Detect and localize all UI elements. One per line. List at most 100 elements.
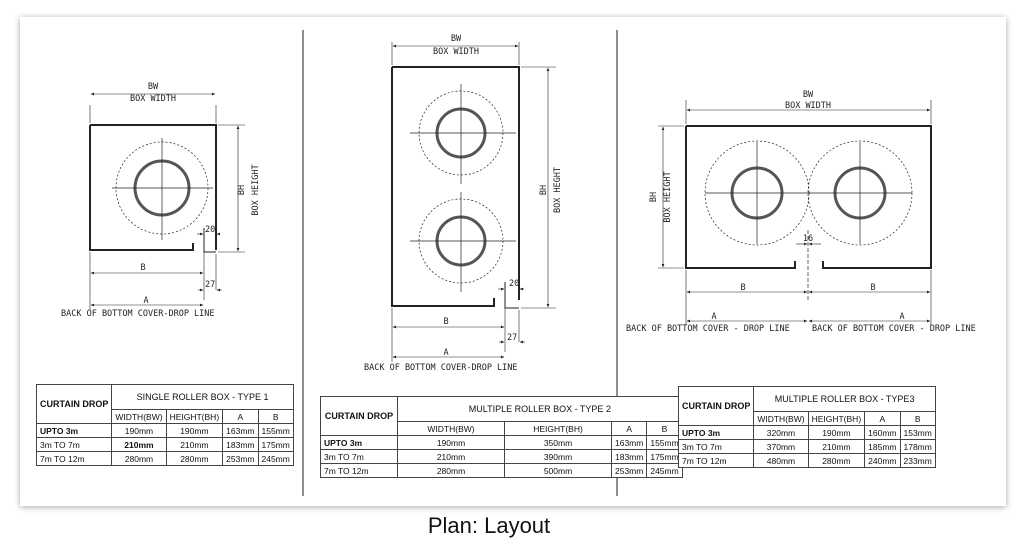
type3-drawing	[658, 100, 932, 325]
type2-box-height-label: BOX HEGHT	[553, 167, 563, 213]
cell: 390mm	[504, 449, 612, 464]
cell: 370mm	[753, 439, 809, 454]
figure-caption: Plan: Layout	[427, 513, 551, 538]
table-row: UPTO 3m 190mm 350mm 163mm 155mm	[320, 435, 683, 450]
row-label: UPTO 3m	[35, 423, 113, 438]
type3-box-width-label: BOX WIDTH	[785, 101, 831, 111]
type3-spec-table: CURTAIN DROP MULTIPLE ROLLER BOX - TYPE3…	[677, 386, 936, 468]
row-label: 7m TO 12m	[35, 451, 113, 466]
row-label: 7m TO 12m	[677, 453, 755, 468]
col-b: B	[257, 409, 294, 424]
table-head-curtain-drop: CURTAIN DROP	[677, 386, 755, 426]
cell: 163mm	[222, 423, 259, 438]
type2-dim-20: 20	[509, 279, 519, 289]
type1-labels: BW BOX WIDTH BH BOX HEIGHT 20 B 27 A BAC…	[61, 82, 261, 319]
cell: 240mm	[864, 453, 901, 468]
col-a: A	[222, 409, 259, 424]
col-width: WIDTH(BW)	[397, 421, 505, 436]
col-height: HEIGHT(BH)	[165, 409, 224, 424]
col-b: B	[646, 421, 683, 436]
cell: 233mm	[899, 453, 936, 468]
table-title: MULTIPLE ROLLER BOX - TYPE3	[753, 386, 936, 412]
cell: 245mm	[257, 451, 294, 466]
col-height: HEIGHT(BH)	[504, 421, 612, 436]
cell: 155mm	[646, 435, 683, 450]
type2-dim-b: B	[443, 317, 448, 327]
cell: 175mm	[646, 449, 683, 464]
type1-bw-label: BW	[148, 82, 159, 92]
table-row: 7m TO 12m 280mm 500mm 253mm 245mm	[320, 463, 683, 478]
type1-spec-table: CURTAIN DROP SINGLE ROLLER BOX - TYPE 1 …	[35, 384, 294, 466]
type3-bw-label: BW	[803, 90, 814, 100]
cell: 185mm	[864, 439, 901, 454]
cell: 155mm	[257, 423, 294, 438]
row-label: 7m TO 12m	[320, 463, 398, 478]
type1-dim-20: 20	[205, 225, 215, 235]
type1-dim-b: B	[140, 263, 145, 273]
table-title: MULTIPLE ROLLER BOX - TYPE 2	[397, 396, 683, 422]
table-head-curtain-drop: CURTAIN DROP	[35, 384, 113, 424]
table-row: 3m TO 7m 370mm 210mm 185mm 178mm	[677, 439, 936, 454]
row-label: UPTO 3m	[677, 425, 755, 440]
cell: 210mm	[111, 437, 167, 452]
cell: 210mm	[165, 437, 224, 452]
type3-dim-b-right: B	[870, 283, 875, 293]
col-a: A	[864, 411, 901, 426]
type2-drawing	[391, 42, 556, 362]
cell: 245mm	[646, 463, 683, 478]
type3-back-line-label-right: BACK OF BOTTOM COVER - DROP LINE	[812, 324, 976, 334]
row-label: 3m TO 7m	[320, 449, 398, 464]
cell: 253mm	[222, 451, 259, 466]
cell: 280mm	[807, 453, 866, 468]
cell: 183mm	[610, 449, 648, 464]
cell: 153mm	[899, 425, 936, 440]
cell: 175mm	[257, 437, 294, 452]
type3-dim-a-right: A	[899, 312, 904, 322]
type3-box-height-label: BOX HEIGHT	[663, 171, 673, 222]
type3-dim-a-left: A	[711, 312, 716, 322]
table-row: 7m TO 12m 480mm 280mm 240mm 233mm	[677, 453, 936, 468]
cell: 190mm	[397, 435, 505, 450]
cell: 160mm	[864, 425, 901, 440]
row-label: UPTO 3m	[320, 435, 398, 450]
type2-spec-table: CURTAIN DROP MULTIPLE ROLLER BOX - TYPE …	[320, 396, 683, 478]
cell: 178mm	[899, 439, 936, 454]
type1-box-height-label: BOX HEIGHT	[251, 164, 261, 215]
cell: 183mm	[222, 437, 259, 452]
type2-bw-label: BW	[451, 34, 462, 44]
type2-dim-a: A	[443, 348, 448, 358]
type3-bh-label: BH	[649, 192, 659, 202]
cell: 480mm	[753, 453, 809, 468]
type2-bh-label: BH	[539, 185, 549, 195]
cell: 280mm	[397, 463, 505, 478]
table-row: 3m TO 7m 210mm 390mm 183mm 175mm	[320, 449, 683, 464]
cell: 190mm	[111, 423, 167, 438]
type2-labels: BW BOX WIDTH BH BOX HEGHT 20 B 27 A BACK…	[364, 34, 563, 373]
type1-dim-27: 27	[205, 280, 215, 290]
table-row: UPTO 3m 190mm 190mm 163mm 155mm	[35, 423, 294, 438]
row-label: 3m TO 7m	[35, 437, 113, 452]
col-a: A	[610, 421, 648, 436]
type1-bh-label: BH	[237, 185, 247, 195]
type1-box-width-label: BOX WIDTH	[130, 94, 176, 104]
cell: 210mm	[397, 449, 505, 464]
table-head-curtain-drop: CURTAIN DROP	[320, 396, 398, 436]
type2-box-width-label: BOX WIDTH	[433, 47, 479, 57]
cell: 190mm	[165, 423, 224, 438]
cell: 500mm	[504, 463, 612, 478]
type3-back-line-label-left: BACK OF BOTTOM COVER - DROP LINE	[626, 324, 790, 334]
type2-dim-27: 27	[507, 333, 517, 343]
col-width: WIDTH(BW)	[753, 411, 809, 426]
cell: 280mm	[111, 451, 167, 466]
type3-dim-b-left: B	[740, 283, 745, 293]
type1-back-line-label: BACK OF BOTTOM COVER-DROP LINE	[61, 309, 215, 319]
type1-dim-a: A	[143, 296, 148, 306]
cell: 210mm	[807, 439, 866, 454]
table-row: 3m TO 7m 210mm 210mm 183mm 175mm	[35, 437, 294, 452]
type3-labels: BW BOX WIDTH BH BOX HEIGHT 16 B B A A BA…	[626, 90, 976, 334]
table-row: UPTO 3m 320mm 190mm 160mm 153mm	[677, 425, 936, 440]
col-height: HEIGHT(BH)	[807, 411, 866, 426]
cell: 253mm	[610, 463, 648, 478]
cell: 350mm	[504, 435, 612, 450]
